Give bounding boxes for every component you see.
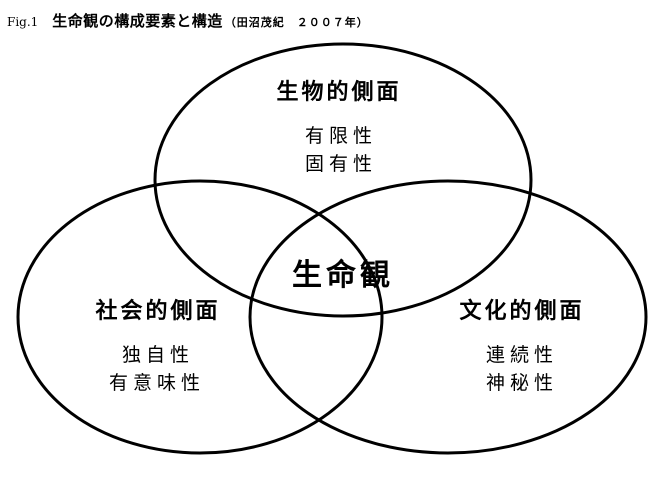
biological-heading: 生物的側面 <box>276 79 401 105</box>
figure-title: 生命観の構成要素と構造 <box>52 12 223 30</box>
center-label: 生命観 <box>292 258 394 293</box>
biological-circle <box>153 42 533 318</box>
figure-number: Fig.1 <box>7 15 39 29</box>
social-attribute: 独自性 <box>122 344 194 366</box>
biological-attribute: 有限性 <box>305 125 377 147</box>
cultural-attribute: 神秘性 <box>486 372 558 394</box>
figure-source: （田沼茂紀 ２００７年） <box>224 16 369 29</box>
biological-attribute: 固有性 <box>305 153 377 175</box>
social-heading: 社会的側面 <box>95 298 220 324</box>
social-circle <box>16 179 384 455</box>
figure-caption: Fig.1 生命観の構成要素と構造 （田沼茂紀 ２００７年） <box>7 10 369 32</box>
cultural-heading: 文化的側面 <box>459 298 584 324</box>
cultural-circle <box>248 179 648 455</box>
social-attribute: 有意味性 <box>109 372 205 394</box>
cultural-attribute: 連続性 <box>486 344 558 366</box>
